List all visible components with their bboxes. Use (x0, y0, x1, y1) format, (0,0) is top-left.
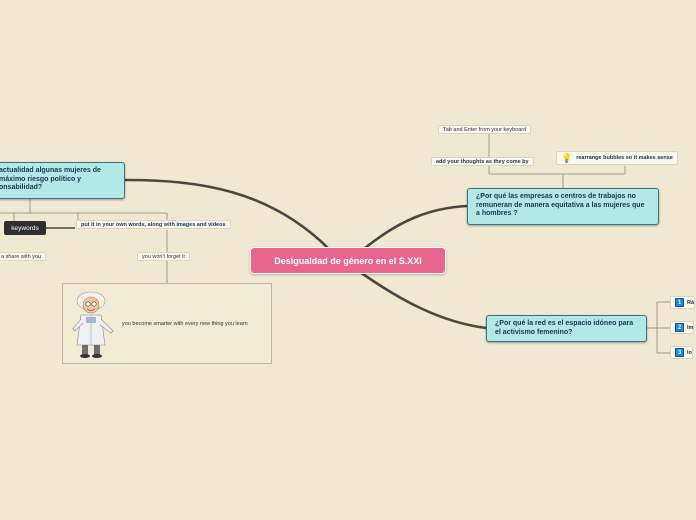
rearrange-node[interactable]: 💡 rearrange bubbles so it makes sense (556, 151, 678, 165)
topic-left-label: actualidad algunas mujeres de máximo rie… (0, 167, 101, 191)
central-topic-label: Desigualdad de género en el S.XXI (274, 255, 422, 266)
share-node[interactable]: a share with you (0, 252, 47, 261)
card-text: you become smarter with every new thing … (122, 321, 248, 327)
topic-left[interactable]: actualidad algunas mujeres de máximo rie… (0, 162, 125, 199)
lightbulb-icon: 💡 (561, 152, 573, 163)
numbered-item-3-label: lo (687, 349, 692, 356)
numbered-item-1[interactable]: 1 Rá (670, 296, 696, 309)
forget-label: you won't forget it (142, 253, 185, 260)
add-thoughts-label: add your thoughts as they come by (436, 158, 529, 165)
image-card[interactable]: you become smarter with every new thing … (62, 283, 272, 364)
topic-right-1-label: ¿Por qué las empresas o centros de traba… (476, 193, 645, 217)
topic-right-2[interactable]: ¿Por qué la red es el espacio idóneo par… (486, 315, 647, 342)
keywords-label: keywords (11, 224, 39, 232)
number-badge-1: 1 (675, 298, 684, 307)
tab-enter-label: Tab and Enter from your keyboard (443, 126, 527, 133)
numbered-item-2[interactable]: 2 Im (670, 321, 695, 334)
put-it-label: put it in your own words, along with ima… (81, 221, 226, 228)
keywords-node[interactable]: keywords (4, 221, 46, 235)
numbered-item-2-label: Im (687, 324, 694, 331)
rearrange-label: rearrange bubbles so it makes sense (576, 155, 673, 161)
topic-right-1[interactable]: ¿Por qué las empresas o centros de traba… (467, 188, 659, 225)
numbered-item-1-label: Rá (687, 299, 695, 306)
scientist-illustration (72, 291, 114, 358)
put-it-node[interactable]: put it in your own words, along with ima… (76, 220, 231, 229)
number-badge-2: 2 (675, 323, 684, 332)
add-thoughts-node[interactable]: add your thoughts as they come by (431, 157, 534, 166)
share-label: a share with you (1, 253, 42, 260)
topic-right-2-label: ¿Por qué la red es el espacio idóneo par… (495, 320, 634, 336)
number-badge-3: 3 (675, 348, 684, 357)
central-topic[interactable]: Desigualdad de género en el S.XXI (250, 247, 446, 274)
numbered-item-3[interactable]: 3 lo (670, 346, 693, 359)
forget-node[interactable]: you won't forget it (137, 252, 190, 261)
tab-enter-node[interactable]: Tab and Enter from your keyboard (438, 125, 532, 134)
